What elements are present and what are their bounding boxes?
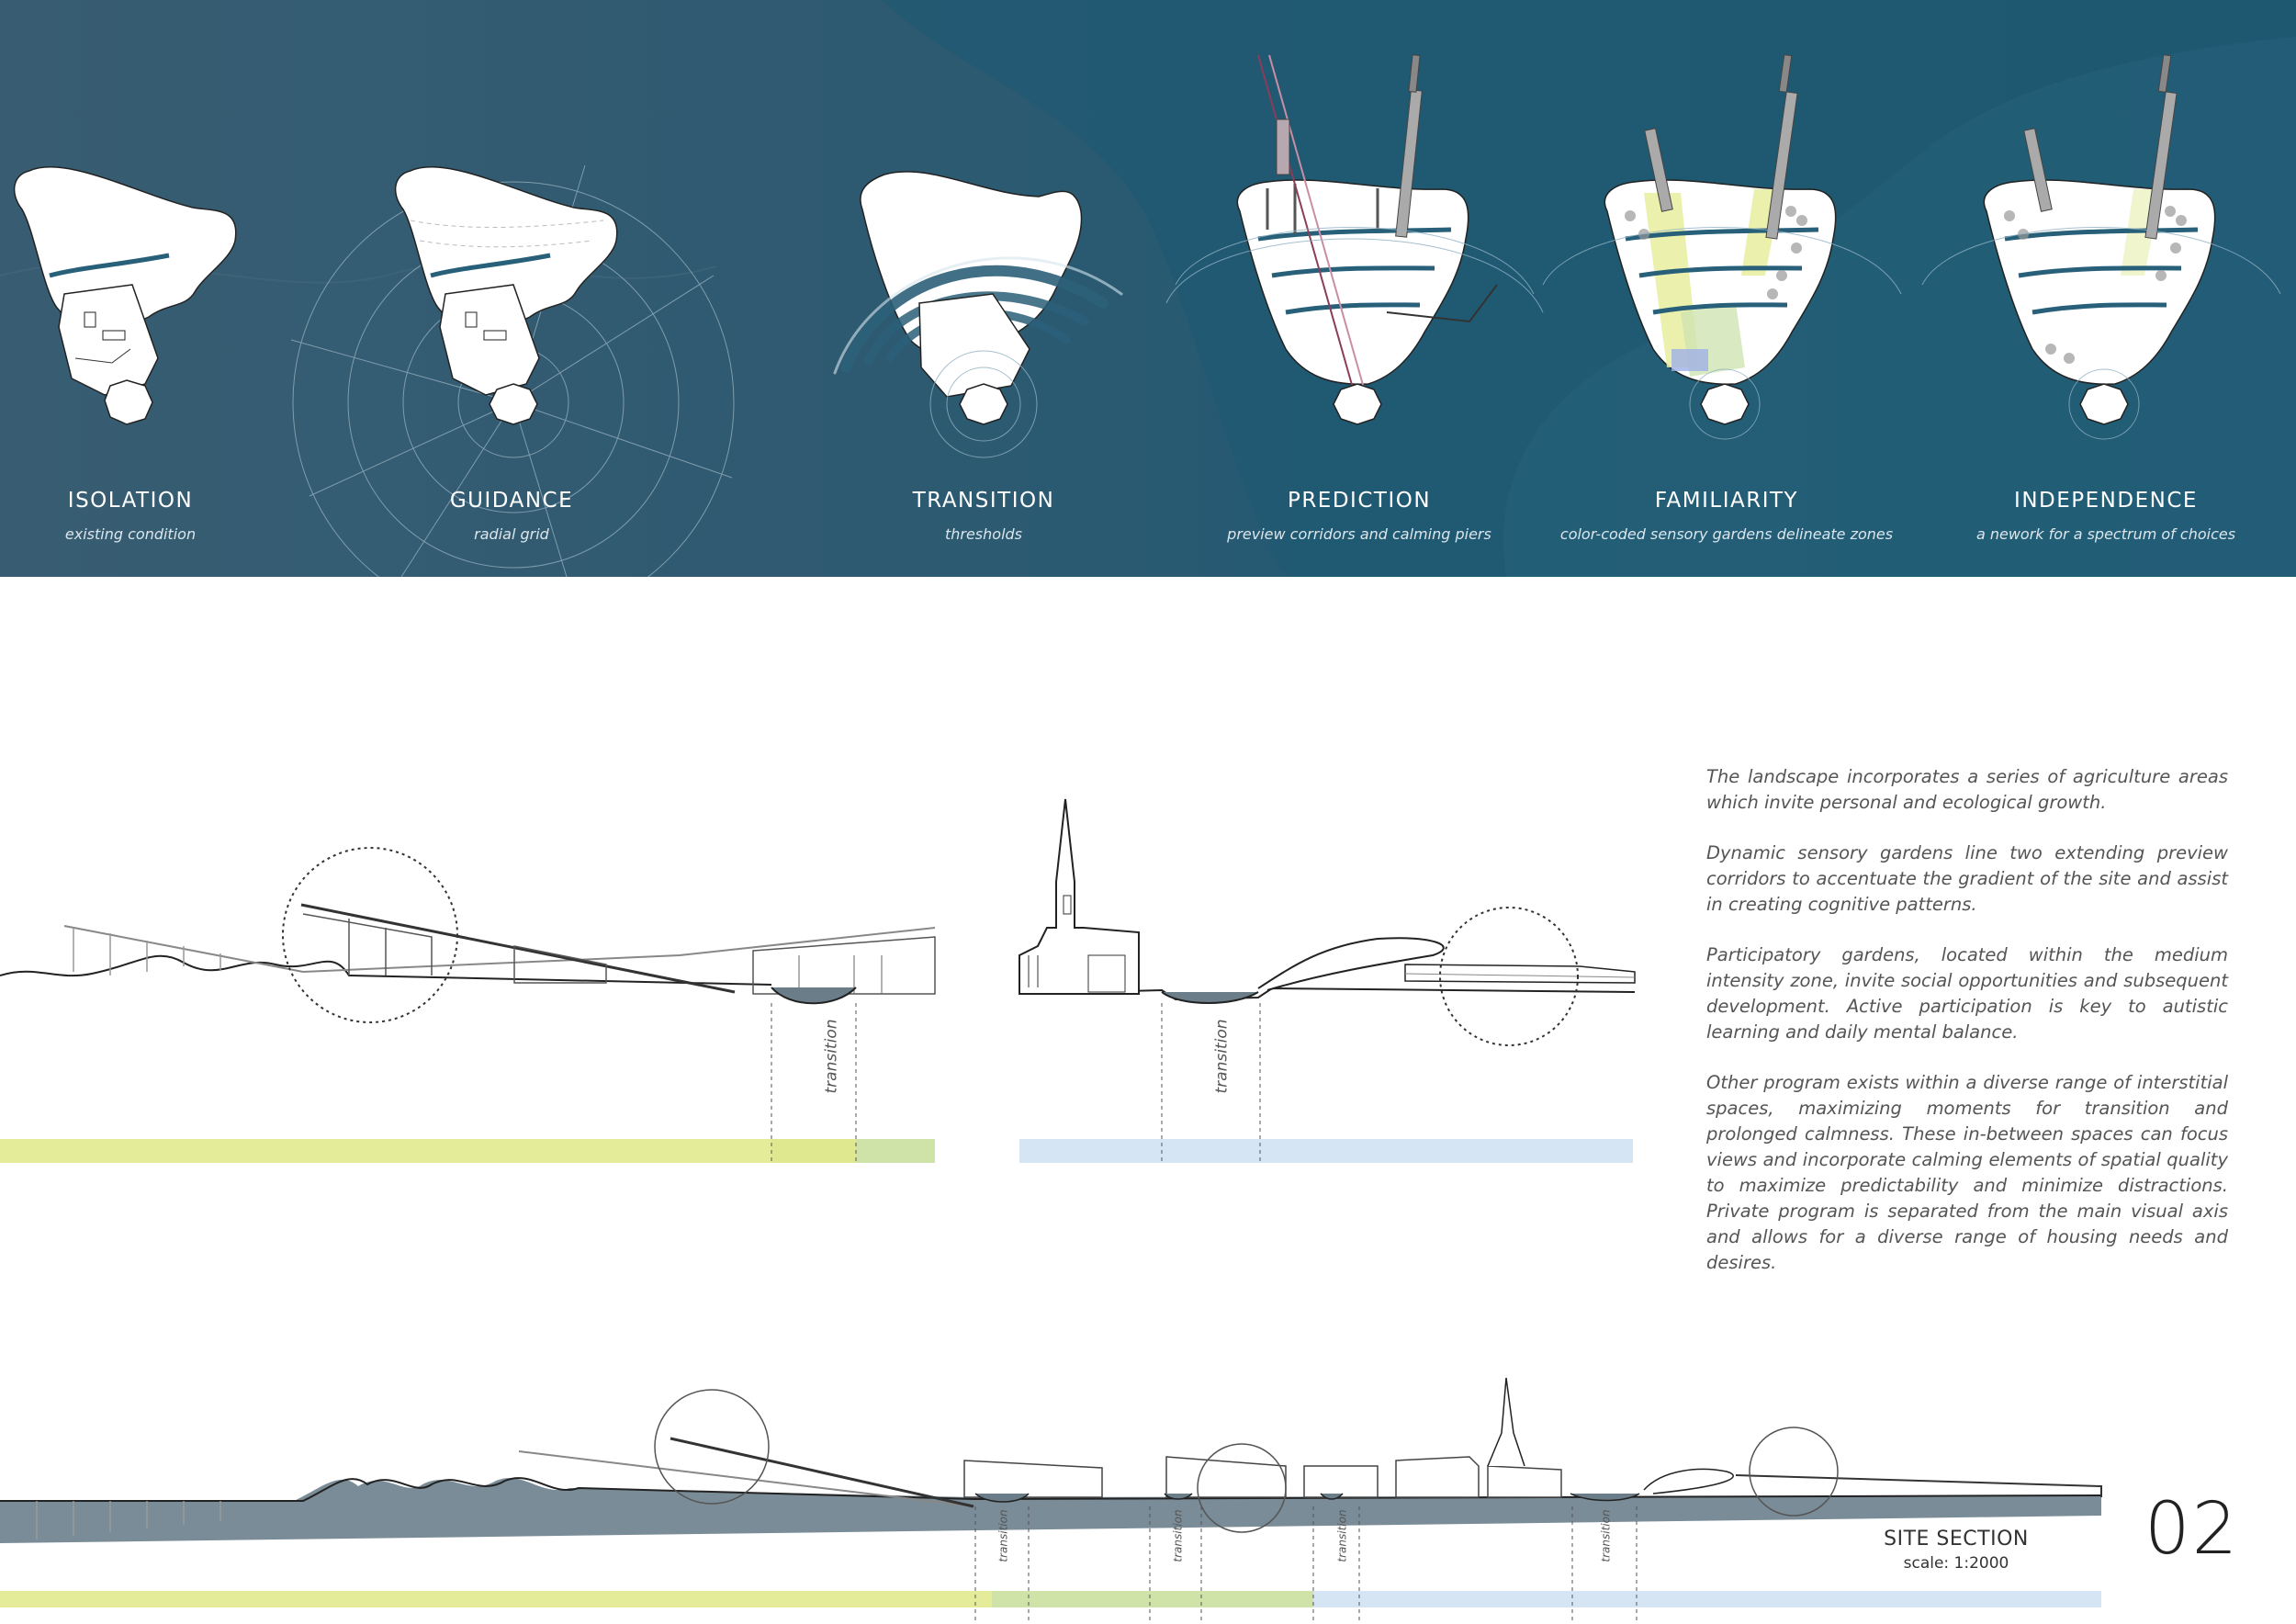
stage-title: INDEPENDENCE bbox=[2014, 489, 2198, 513]
transition-label: transition bbox=[1335, 1509, 1349, 1562]
site-section-scale: scale: 1:2000 bbox=[1903, 1554, 2009, 1573]
stage-subtitle: radial grid bbox=[474, 525, 549, 543]
transition-plan-diagram bbox=[833, 171, 1123, 458]
stage-title: TRANSITION bbox=[912, 489, 1055, 513]
stage-transition: TRANSITION thresholds bbox=[818, 0, 1149, 577]
stage-subtitle: existing condition bbox=[64, 525, 197, 543]
stage-subtitle: thresholds bbox=[944, 525, 1023, 543]
transition-label: transition bbox=[1171, 1509, 1185, 1562]
section-left bbox=[0, 847, 936, 1163]
detail-callout-circle bbox=[1749, 1427, 1839, 1517]
transition-label: transition bbox=[822, 1019, 841, 1094]
description-text: The landscape incorporates a series of a… bbox=[1706, 764, 2228, 1301]
church-elevation bbox=[1019, 798, 1140, 995]
site-transition-guides bbox=[974, 1506, 1638, 1624]
independence-plan-diagram bbox=[1921, 54, 2281, 440]
zone-bar-green bbox=[856, 1139, 935, 1163]
transition-label: transition bbox=[1599, 1509, 1613, 1562]
stage-title: PREDICTION bbox=[1287, 489, 1432, 513]
water-channel bbox=[771, 987, 857, 1005]
prediction-plan-diagram bbox=[1165, 54, 1544, 425]
stage-guidance: GUIDANCE radial grid bbox=[290, 0, 735, 577]
stage-subtitle: preview corridors and calming piers bbox=[1227, 525, 1491, 543]
stage-isolation: ISOLATION existing condition bbox=[0, 0, 296, 577]
stage-independence: INDEPENDENCE a nework for a spectrum of … bbox=[1921, 0, 2281, 577]
water-channel bbox=[1161, 991, 1259, 1004]
stage-subtitle: color-coded sensory gardens delineate zo… bbox=[1559, 525, 1894, 543]
detail-callout-circle bbox=[1439, 907, 1579, 1046]
paragraph: Participatory gardens, located within th… bbox=[1706, 944, 2228, 1043]
diagram-banner: ISOLATION existing condition bbox=[0, 0, 2296, 577]
site-water-channels bbox=[974, 1493, 1640, 1503]
zone-bar-yellow-2 bbox=[771, 1139, 856, 1163]
zone-bar-yellow bbox=[0, 1591, 992, 1607]
site-section bbox=[0, 1377, 2102, 1624]
stage-title: GUIDANCE bbox=[449, 489, 574, 513]
familiarity-plan-diagram bbox=[1542, 54, 1902, 440]
paragraph: Dynamic sensory gardens line two extendi… bbox=[1706, 842, 2228, 915]
stage-prediction: PREDICTION preview corridors and calming… bbox=[1165, 0, 1544, 577]
stage-familiarity: FAMILIARITY color-coded sensory gardens … bbox=[1542, 0, 1902, 577]
isolation-plan-diagram bbox=[13, 166, 237, 425]
guidance-plan-diagram bbox=[290, 164, 735, 577]
transition-label: transition bbox=[996, 1509, 1010, 1562]
paragraph: The landscape incorporates a series of a… bbox=[1706, 766, 2228, 813]
site-ground-fill bbox=[0, 1478, 2101, 1543]
stage-subtitle: a nework for a spectrum of choices bbox=[1975, 525, 2236, 543]
banner-background bbox=[0, 0, 2296, 577]
detail-callout-circle bbox=[282, 847, 458, 1023]
zone-bar-green bbox=[992, 1591, 1313, 1607]
page-number: 02 bbox=[2144, 1488, 2240, 1571]
site-section-title: SITE SECTION bbox=[1884, 1528, 2029, 1551]
stage-title: FAMILIARITY bbox=[1654, 489, 1799, 513]
detail-callout-circle bbox=[654, 1389, 770, 1505]
zone-bar-blue bbox=[1313, 1591, 2101, 1607]
stage-title: ISOLATION bbox=[67, 489, 194, 513]
section-middle bbox=[1019, 798, 1636, 1163]
transition-label: transition bbox=[1212, 1019, 1232, 1094]
paragraph: Other program exists within a diverse ra… bbox=[1706, 1072, 2228, 1273]
detail-callout-circle bbox=[1197, 1443, 1287, 1533]
zone-bar-blue bbox=[1019, 1139, 1633, 1163]
